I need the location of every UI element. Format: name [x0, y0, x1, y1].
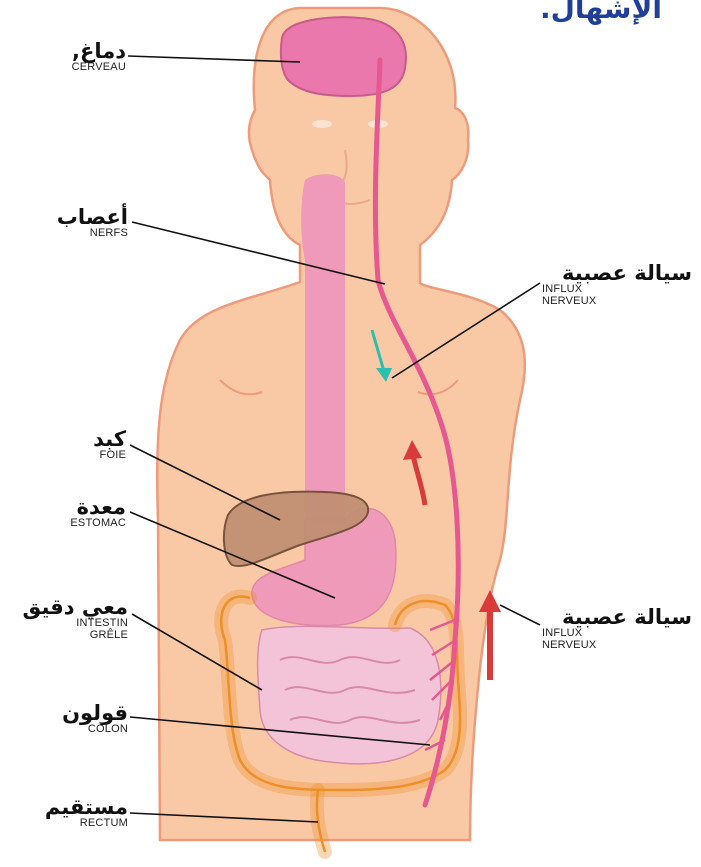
label-small-intestine: معي دقيق INTESTIN GRÊLE: [4, 596, 128, 641]
label-small-intestine-fr1: INTESTIN: [4, 618, 128, 630]
label-rectum: مستقيم RECTUM: [20, 796, 128, 830]
label-influx-bottom-fr2: NERVEUX: [542, 640, 692, 652]
label-influx-bottom: سيالة عصبية INFLUX NERVEUX: [542, 606, 692, 651]
label-liver-fr: FOIE: [30, 450, 126, 462]
page-title: الإشهال.: [540, 0, 662, 25]
brain: [281, 17, 406, 96]
eye-left: [312, 120, 332, 128]
label-nerves-ar: أعصاب: [30, 206, 128, 228]
label-colon: قولون CÔLON: [30, 702, 128, 736]
label-nerves: أعصاب NERFS: [30, 206, 128, 240]
label-brain-fr: CERVEAU: [30, 62, 126, 74]
label-colon-ar: قولون: [30, 702, 128, 724]
label-small-intestine-fr2: GRÊLE: [4, 630, 128, 642]
label-nerves-fr: NERFS: [30, 228, 128, 240]
label-stomach: معدة ESTOMAC: [20, 496, 126, 530]
label-influx-top-ar: سيالة عصبية: [542, 262, 692, 284]
label-liver: كبد FOIE: [30, 428, 126, 462]
label-colon-fr: CÔLON: [30, 724, 128, 736]
leader-influx-bottom: [500, 605, 540, 625]
label-brain-ar: دماغ,: [30, 40, 126, 62]
label-stomach-ar: معدة: [20, 496, 126, 518]
label-stomach-fr: ESTOMAC: [20, 518, 126, 530]
label-influx-bottom-fr1: INFLUX: [542, 628, 692, 640]
esophagus: [301, 174, 345, 520]
label-liver-ar: كبد: [30, 428, 126, 450]
label-rectum-ar: مستقيم: [20, 796, 128, 818]
label-influx-top: سيالة عصبية INFLUX NERVEUX: [542, 262, 692, 307]
label-influx-bottom-ar: سيالة عصبية: [542, 606, 692, 628]
label-rectum-fr: RECTUM: [20, 818, 128, 830]
label-influx-top-fr2: NERVEUX: [542, 296, 692, 308]
label-influx-top-fr1: INFLUX: [542, 284, 692, 296]
label-small-intestine-ar: معي دقيق: [4, 596, 128, 618]
label-brain: دماغ, CERVEAU: [30, 40, 126, 74]
